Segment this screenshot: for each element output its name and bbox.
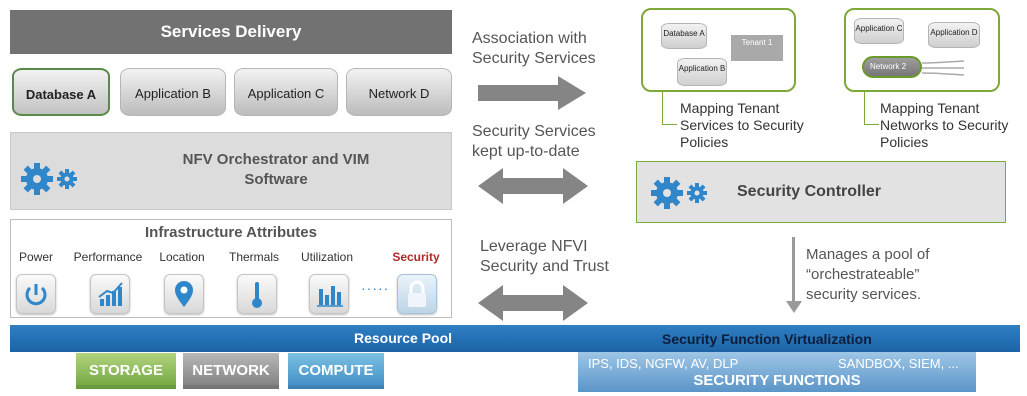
resource-pool-bar: Resource Pool Security Function Virtuali… (10, 325, 1020, 352)
sf-left-text: IPS, IDS, NGFW, AV, DLP (588, 356, 739, 371)
sf-right-text: SANDBOX, SIEM, ... (838, 356, 959, 371)
infrastructure-attributes-box: Infrastructure Attributes Power Performa… (10, 219, 452, 318)
callout-2-line1: Mapping Tenant (880, 100, 980, 116)
association-line1: Association with (472, 30, 587, 47)
security-controller-label: Security Controller (737, 183, 882, 200)
application-b-mini: Application B (677, 58, 727, 86)
callout-2-line3: Policies (880, 134, 929, 150)
network-2-pipe: Network 2 (862, 56, 922, 78)
arrow-bidirectional-1 (478, 168, 588, 209)
power-icon (16, 274, 56, 314)
attr-label-thermals: Thermals (228, 250, 279, 264)
security-controller-box: Security Controller (636, 161, 1006, 223)
attributes-ellipsis: ····· (361, 280, 390, 296)
callout-1-line3: Policies (680, 134, 729, 150)
manages-line3: security services. (806, 286, 922, 303)
arrow-bidirectional-2 (478, 285, 588, 326)
location-pin-icon (164, 274, 204, 314)
controller-gears-icon (649, 175, 719, 216)
tenant-1-box: Tenant 1 (731, 35, 783, 61)
security-functions-block: IPS, IDS, NGFW, AV, DLP SANDBOX, SIEM, .… (578, 352, 976, 392)
attr-label-location: Location (159, 250, 205, 264)
association-text: Association with Security Services (472, 29, 596, 69)
manages-line2: “orchestrateable” (806, 266, 920, 283)
network-cables-icon (921, 60, 966, 81)
network-d-cylinder: Network D (346, 68, 452, 116)
attr-label-utilization: Utilization (300, 250, 354, 264)
storage-block: STORAGE (76, 353, 176, 389)
nfv-orchestrator-box: NFV Orchestrator and VIM Software (10, 132, 452, 210)
arrow-right (478, 76, 588, 115)
resource-pool-label: Resource Pool (354, 330, 453, 346)
leverage-text: Leverage NFVI Security and Trust (480, 237, 609, 277)
manages-line1: Manages a pool of (806, 246, 930, 263)
manages-arrow-head (786, 300, 802, 318)
application-b-cylinder: Application B (120, 68, 226, 116)
compute-block: COMPUTE (288, 353, 384, 389)
callout-2: Mapping Tenant Networks to Security Poli… (880, 100, 1008, 151)
callout-2-line2: Networks to Security (880, 117, 1009, 133)
chart-up-icon (90, 274, 130, 314)
application-c-cylinder: Application C (234, 68, 338, 116)
callout-line-1 (662, 92, 677, 125)
sfv-label: Security Function Virtualization (662, 331, 872, 347)
database-a-cylinder: Database A (12, 68, 110, 116)
nfv-title-line1: NFV Orchestrator and VIM (182, 151, 370, 168)
infrastructure-title: Infrastructure Attributes (145, 224, 317, 241)
uptodate-line1: Security Services (472, 123, 596, 140)
thermometer-icon (237, 274, 277, 314)
bar-chart-icon (309, 274, 349, 314)
nfv-title: NFV Orchestrator and VIM Software (116, 150, 436, 190)
lock-icon (397, 274, 437, 314)
leverage-line1: Leverage NFVI (480, 238, 588, 255)
application-c-mini: Application C (854, 18, 904, 44)
services-delivery-bar: Services Delivery (10, 10, 452, 54)
callout-1-line2: Services to Security (680, 117, 804, 133)
database-a-mini: Database A (661, 23, 707, 49)
gears-icon (19, 161, 89, 202)
tenant-networks-box: Application C Application D (844, 8, 1000, 92)
application-d-mini: Application D (928, 22, 980, 48)
sf-main-text: SECURITY FUNCTIONS (693, 372, 861, 389)
leverage-line2: Security and Trust (480, 258, 609, 275)
network-block: NETWORK (183, 353, 279, 389)
association-line2: Security Services (472, 50, 596, 67)
tenant-services-box: Database A Tenant 1 Application B (641, 8, 796, 92)
callout-line-2 (864, 92, 879, 125)
attr-label-performance: Performance (73, 250, 143, 264)
callout-1-line1: Mapping Tenant (680, 100, 780, 116)
uptodate-line2: kept up-to-date (472, 143, 580, 160)
attr-label-security: Security (392, 250, 440, 264)
nfv-title-line2: Software (244, 171, 308, 188)
manages-arrow-line (792, 237, 795, 304)
attr-label-power: Power (18, 250, 53, 264)
callout-1: Mapping Tenant Services to Security Poli… (680, 100, 804, 151)
manages-text: Manages a pool of “orchestrateable” secu… (806, 245, 929, 305)
uptodate-text: Security Services kept up-to-date (472, 122, 596, 162)
